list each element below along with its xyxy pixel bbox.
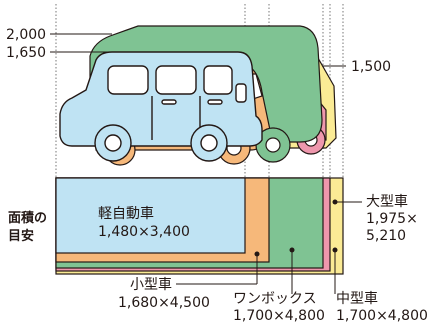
small-dims: 1,680×4,500 [118, 295, 210, 311]
large-dims-line2: 5,210 [366, 228, 406, 244]
leader-dots [254, 199, 338, 257]
midsize-name: 中型車 [336, 290, 378, 307]
onebox-name: ワンボックス [233, 291, 317, 307]
onebox-dims: 1,700×4,800 [233, 308, 325, 324]
section-label-line2: 目安 [8, 228, 34, 244]
green-wheel [255, 127, 291, 163]
kei-name: 軽自動車 [98, 205, 154, 222]
kei-dims: 1,480×3,400 [98, 224, 190, 240]
large-dims-line1: 1,975× [366, 211, 418, 227]
section-label-line1: 面積の [8, 210, 47, 226]
large-name: 大型車 [366, 193, 408, 210]
kei-car-illustration [59, 51, 263, 162]
area-rectangles [55, 177, 344, 275]
area-kei [55, 177, 246, 254]
area-leader-lines [176, 201, 362, 294]
height-label-1500: 1,500 [351, 59, 391, 75]
height-label-2000: 2,000 [6, 27, 46, 43]
height-label-1650: 1,650 [6, 45, 46, 61]
small-name: 小型車 [130, 276, 172, 293]
midsize-dims: 1,700×4,800 [336, 308, 428, 324]
height-leader-lines [50, 33, 346, 67]
